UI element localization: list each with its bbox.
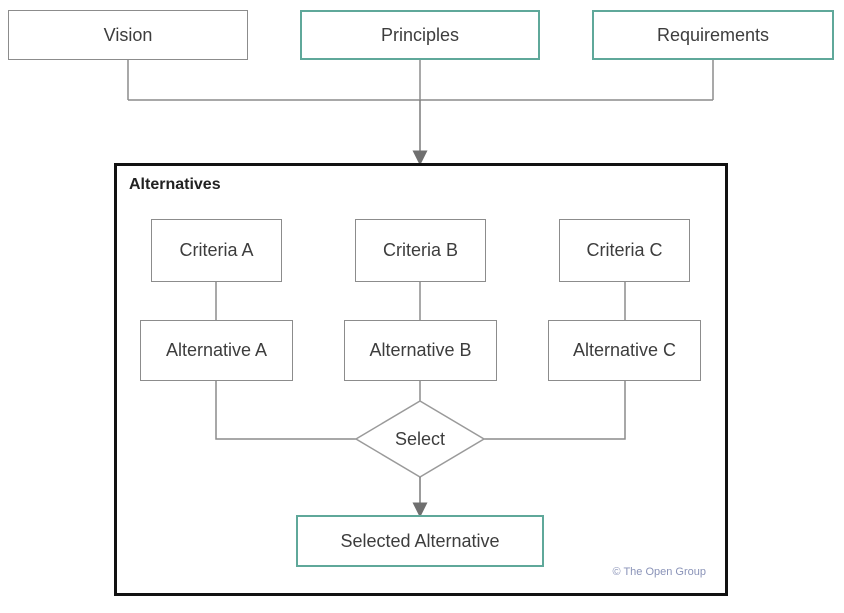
alternatives-frame: [114, 163, 728, 596]
vision-box: Vision: [8, 10, 248, 60]
criteria-c-box: Criteria C: [559, 219, 690, 282]
criteria-alternative-links: [215, 282, 626, 320]
requirements-box: Requirements: [592, 10, 834, 60]
criteria-a-box: Criteria A: [151, 219, 282, 282]
alternatives-to-select-connector: [215, 381, 626, 440]
criteria-b-box: Criteria B: [355, 219, 486, 282]
alternative-a-box: Alternative A: [140, 320, 293, 381]
selected-alternative-box: Selected Alternative: [296, 515, 544, 567]
alternatives-title: Alternatives: [129, 176, 221, 193]
copyright-note: © The Open Group: [612, 566, 706, 578]
alternative-b-box: Alternative B: [344, 320, 497, 381]
input-merge-connector: [127, 60, 714, 101]
principles-box: Principles: [300, 10, 540, 60]
alternative-c-box: Alternative C: [548, 320, 701, 381]
select-label: Select: [394, 428, 446, 449]
